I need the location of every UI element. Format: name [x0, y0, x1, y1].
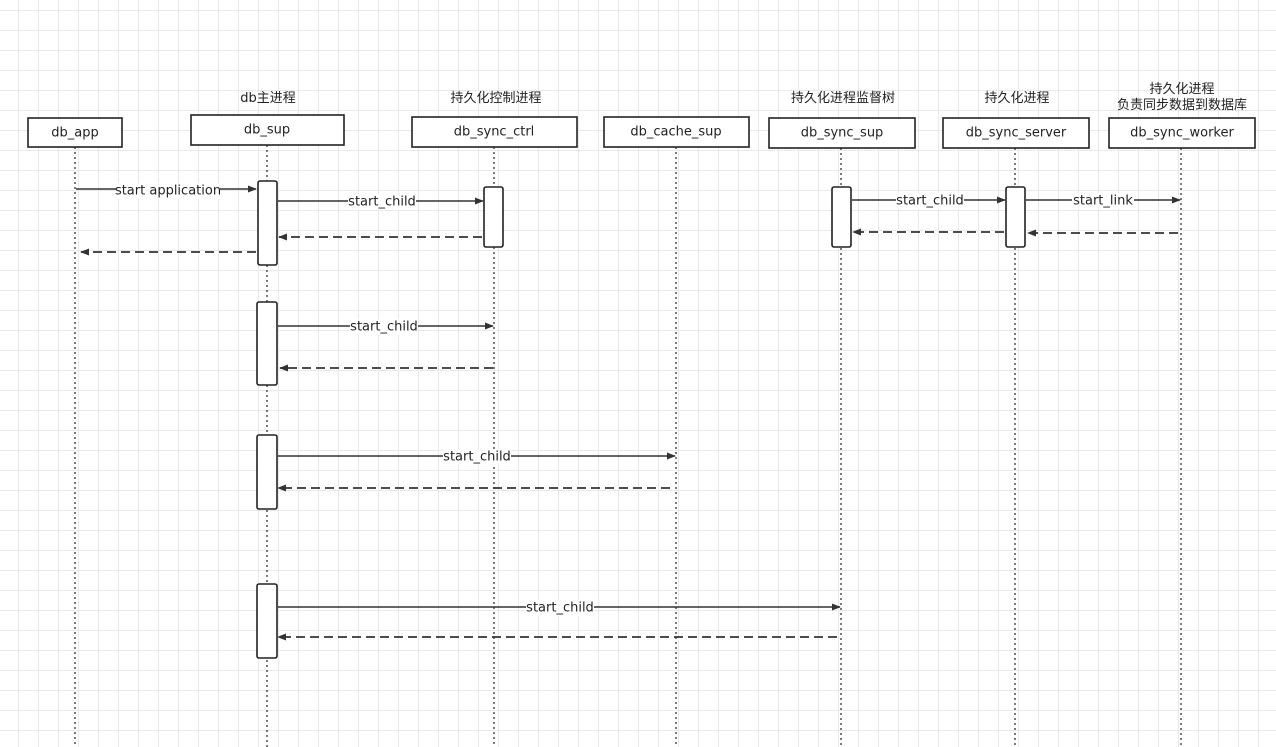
message-label: start_child — [896, 194, 964, 209]
participant-label: db_cache_sup — [630, 125, 721, 140]
messages: start application start_child start_chil… — [76, 183, 1181, 641]
participant-label: db_sync_server — [966, 126, 1067, 141]
participant-db-sup[interactable]: db_sup — [190, 114, 345, 146]
message-label: start application — [115, 184, 221, 199]
activation-db-sync-sup-1 — [831, 186, 852, 248]
message-start-child-sync-server: start_child — [852, 193, 1006, 209]
participant-label: db_sync_sup — [801, 126, 884, 141]
participant-label: db_sync_worker — [1130, 126, 1234, 141]
activation-db-sup-1 — [257, 180, 278, 266]
role-label-db-sync-server: 持久化进程 — [984, 91, 1049, 106]
message-label: start_child — [348, 195, 416, 210]
role-label-db-sync-ctrl: 持久化控制进程 — [450, 91, 541, 106]
message-start-link: start_link — [1026, 193, 1181, 209]
role-label-db-sup: db主进程 — [240, 91, 296, 106]
activation-db-sup-2 — [256, 301, 278, 386]
participant-label: db_sync_ctrl — [454, 125, 535, 140]
activation-db-sup-3 — [256, 434, 278, 510]
message-start-child-sync-ctrl-2: start_child — [278, 319, 494, 335]
message-start-child-sync-ctrl: start_child — [278, 194, 484, 210]
participant-label: db_app — [51, 126, 98, 141]
message-start-application: start application — [76, 183, 257, 199]
activations — [256, 180, 1026, 659]
participant-db-sync-worker[interactable]: db_sync_worker — [1108, 117, 1256, 149]
participant-db-sync-server[interactable]: db_sync_server — [942, 117, 1090, 149]
role-label-db-sync-worker-2: 负责同步数据到数据库 — [1117, 97, 1247, 113]
activation-db-sup-4 — [256, 583, 278, 659]
message-label: start_child — [350, 320, 418, 335]
message-label: start_child — [443, 450, 511, 465]
message-start-child-sync-sup: start_child — [278, 600, 841, 616]
role-label-db-sync-worker-1: 持久化进程 — [1149, 82, 1214, 97]
activation-db-sync-ctrl-1 — [483, 186, 504, 248]
participant-db-cache-sup[interactable]: db_cache_sup — [603, 116, 750, 148]
participant-db-sync-ctrl[interactable]: db_sync_ctrl — [411, 116, 578, 148]
message-start-child-cache-sup: start_child — [278, 449, 676, 465]
role-labels: db主进程 持久化控制进程 持久化进程监督树 持久化进程 持久化进程 负责同步数… — [240, 82, 1247, 113]
participant-db-sync-sup[interactable]: db_sync_sup — [768, 117, 916, 149]
participant-db-app[interactable]: db_app — [27, 117, 123, 148]
role-label-db-sync-sup: 持久化进程监督树 — [791, 91, 895, 106]
participant-label: db_sup — [244, 123, 290, 138]
message-label: start_link — [1073, 194, 1133, 209]
activation-db-sync-server-1 — [1005, 186, 1026, 248]
message-label: start_child — [526, 601, 594, 616]
